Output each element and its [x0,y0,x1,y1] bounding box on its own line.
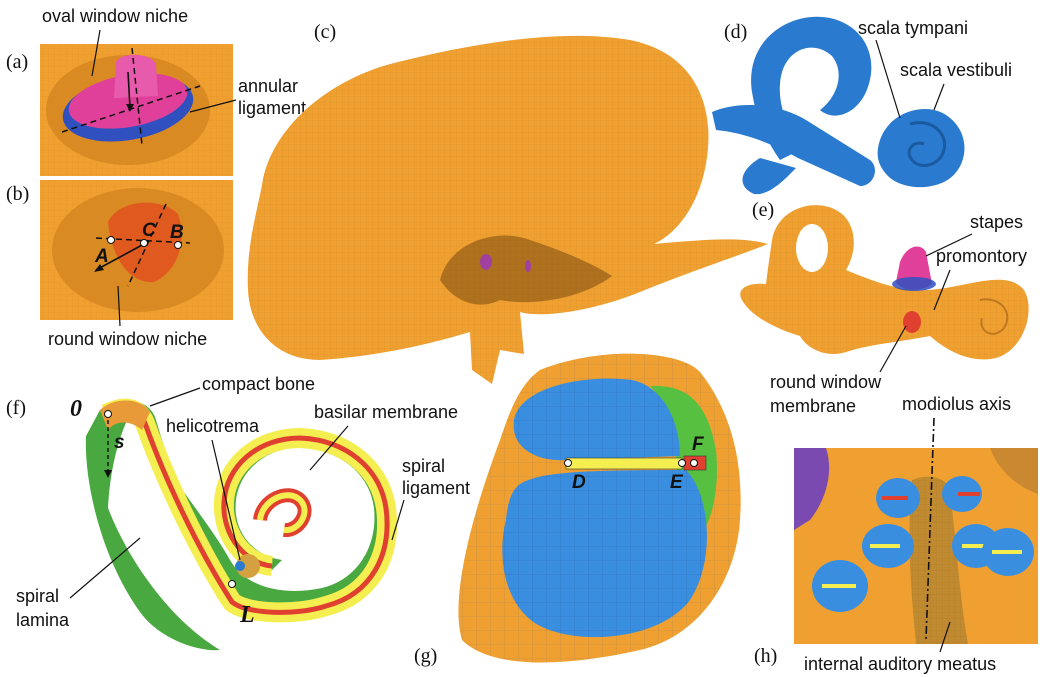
point-B: B [170,222,184,243]
point-E: E [670,472,684,493]
spiral-ligament-label-1: spiral [402,456,445,476]
point-C: C [142,220,156,241]
rwm-label-1: round window [770,372,882,392]
panel-g: D E F (g) [414,354,741,667]
scala-tympani-label: scala tympani [858,18,968,38]
panel-c: (c) [248,21,768,384]
mark-s: s [114,432,125,453]
round-window-niche-label: round window niche [48,329,207,349]
mark-L: L [239,602,255,628]
panel-d: (d) scala tympani scala vestibuli [712,17,1012,194]
round-window-membrane-3d [903,311,921,333]
panel-h: modiolus axis (h) internal auditory meat… [754,394,1038,674]
point-F: F [692,434,705,455]
promontory-label: promontory [936,246,1027,266]
panel-e: (e) stapes promontory round window membr… [740,199,1028,416]
panel-h-tag: (h) [754,645,777,667]
annular-ligament-label-1: annular [238,76,298,96]
cochlea-blue [878,109,965,187]
spiral-ligament-label-2: ligament [402,478,470,498]
panel-f: (f) 0 s L compact bone helicotrema basil… [6,374,470,650]
panel-a-tag: (a) [6,51,28,73]
panel-b: A C B (b) round window niche [6,180,233,349]
modiolus-axis-label: modiolus axis [902,394,1011,414]
compact-bone-label: compact bone [202,374,315,394]
panel-a: (a) oval window niche annular ligament [6,6,306,176]
point-A: A [94,246,109,267]
stapes-label: stapes [970,212,1023,232]
spiral-lamina-label-2: lamina [16,610,70,630]
panel-e-tag: (e) [752,199,774,221]
panel-b-tag: (b) [6,183,29,205]
basilar-membrane-yellow [566,458,682,469]
oval-window-niche-label: oval window niche [42,6,188,26]
panel-f-tag: (f) [6,397,26,419]
point-D: D [572,472,586,493]
helicotrema-label: helicotrema [166,416,260,436]
panel-d-tag: (d) [724,21,747,43]
spiral-lamina-label-1: spiral [16,586,59,606]
internal-auditory-meatus-label: internal auditory meatus [804,654,996,674]
scala-vestibuli-label: scala vestibuli [900,60,1012,80]
mark-zero: 0 [70,396,82,422]
rwm-label-2: membrane [770,396,856,416]
basilar-membrane-label: basilar membrane [314,402,458,422]
panel-c-tag: (c) [314,21,336,43]
stapes-in-situ [480,254,492,270]
panel-g-tag: (g) [414,645,437,667]
annular-ligament-label-2: ligament [238,98,306,118]
